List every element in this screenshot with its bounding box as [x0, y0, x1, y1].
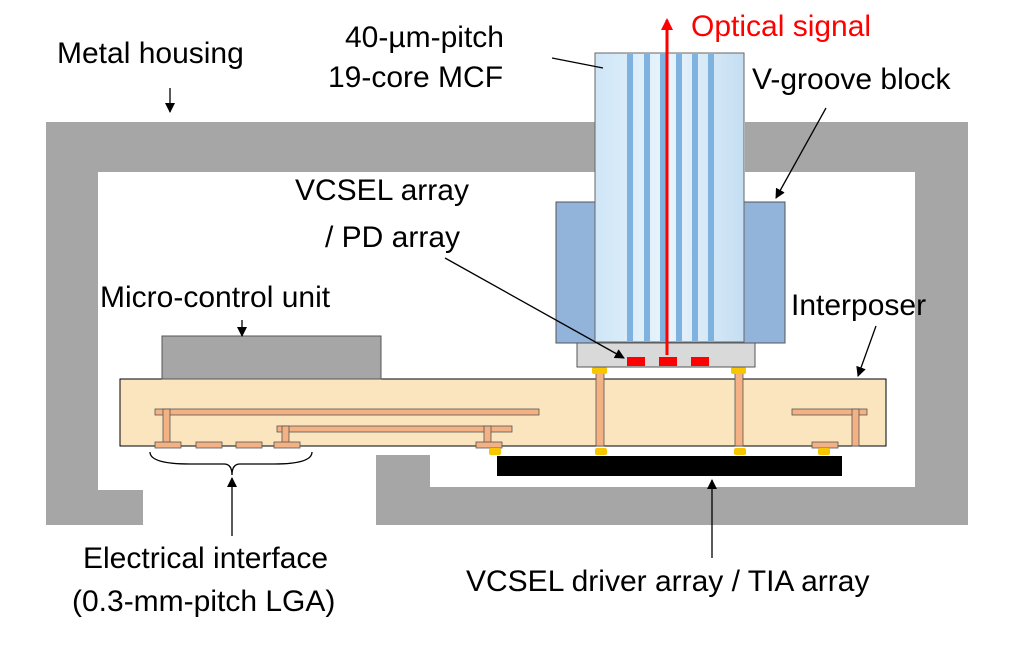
lga-pad — [273, 441, 301, 449]
electrical-interface-label-line2: (0.3-mm-pitch LGA) — [72, 585, 335, 618]
metal-housing-label: Metal housing — [57, 37, 244, 70]
trace — [791, 408, 868, 416]
v-groove-arrow — [775, 107, 827, 199]
lga-pad — [154, 441, 182, 449]
via — [851, 408, 860, 447]
fiber-core — [660, 53, 666, 342]
mcf-leader — [551, 57, 604, 69]
solder-bump — [592, 367, 607, 374]
fiber-core — [676, 53, 682, 342]
lga-pad — [235, 441, 263, 449]
interposer-label: Interposer — [791, 289, 926, 322]
solder-bump — [731, 367, 746, 374]
vcsel-emitters — [627, 357, 709, 366]
fiber-core — [644, 53, 650, 342]
micro-control-unit-chip — [161, 335, 382, 380]
solder-bump — [489, 448, 501, 455]
driver-array-chip — [497, 456, 842, 476]
vcsel-emitter — [627, 357, 645, 366]
housing-right-part — [376, 122, 968, 525]
via — [595, 371, 605, 447]
vcsel-label-line2: / PD array — [325, 221, 460, 254]
fiber-cores — [627, 53, 714, 342]
leader-lines — [149, 57, 877, 558]
mcf-label-line2: 19-core MCF — [328, 61, 503, 94]
labels: Metal housing 40-µm-pitch 19-core MCF Op… — [57, 10, 951, 618]
mcf-label-line1: 40-µm-pitch — [345, 21, 504, 54]
metal-housing — [46, 122, 968, 525]
interposer-arrow — [856, 325, 877, 377]
interposer-wiring — [154, 371, 868, 447]
vcsel-arrow — [444, 257, 625, 359]
pad — [811, 441, 839, 449]
pad — [475, 441, 503, 449]
electrical-interface-label-line1: Electrical interface — [83, 542, 328, 575]
solder-bump — [818, 448, 830, 455]
fiber-core — [627, 53, 633, 342]
micro-control-unit-label: Micro-control unit — [100, 281, 331, 314]
fiber-core — [692, 53, 698, 342]
vcsel-label-line1: VCSEL array — [295, 174, 469, 207]
vcsel-emitter — [659, 357, 677, 366]
solder-bump — [734, 448, 746, 455]
trace — [154, 408, 540, 416]
via — [734, 371, 744, 447]
lga-brace — [149, 451, 313, 476]
housing-left-part — [46, 122, 595, 525]
multicore-fiber — [594, 52, 745, 343]
fiber-core — [708, 53, 714, 342]
via — [162, 408, 171, 447]
vcsel-emitter — [691, 357, 709, 366]
optical-signal-label: Optical signal — [691, 10, 871, 43]
solder-bumps — [489, 367, 830, 455]
driver-array-label: VCSEL driver array / TIA array — [466, 565, 869, 598]
v-groove-block-label: V-groove block — [752, 63, 951, 96]
solder-bump — [595, 448, 607, 455]
trace — [276, 425, 513, 433]
lga-pad — [195, 441, 223, 449]
